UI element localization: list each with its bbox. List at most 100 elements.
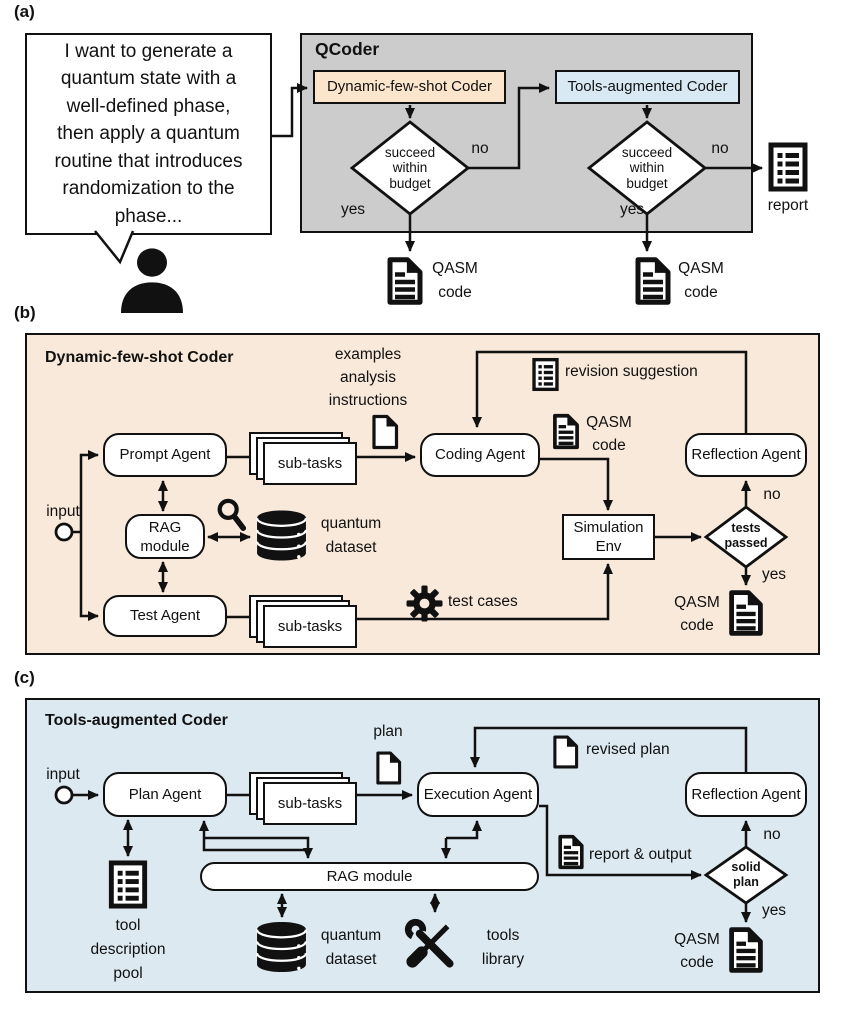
qasm-line: code <box>680 617 714 634</box>
revision-report-icon <box>532 357 559 392</box>
report-output-document-icon <box>557 834 585 870</box>
coding-agent-box: Coding Agent <box>420 433 540 477</box>
panel-c-label: (c) <box>14 668 35 687</box>
note-line: examples <box>334 345 402 363</box>
arrow-coding-to-simenv <box>540 457 613 511</box>
coding-notes-label: examples analysis instructions <box>300 342 436 412</box>
rag-module-bar: RAG module <box>200 862 539 891</box>
input-label: input <box>46 766 80 783</box>
tools-augmented-coder-box: Tools-augmented Coder <box>555 70 740 104</box>
speech-bubble: I want to generate a quantum state with … <box>25 33 272 235</box>
bubble-line: randomization to the <box>62 178 235 200</box>
yes-label: yes <box>761 566 787 583</box>
bubble-line: then apply a quantum <box>57 123 240 145</box>
gear-icon <box>406 585 443 622</box>
qasm-line: QASM <box>678 260 724 277</box>
panel-c-title: Tools-augmented Coder <box>45 712 228 729</box>
tools-line: library <box>481 951 525 968</box>
subtasks-stack: sub-tasks <box>249 772 357 825</box>
dataset-line: dataset <box>325 951 377 968</box>
solid-plan-label: solid plan <box>706 860 786 890</box>
decision-line: budget <box>389 175 431 191</box>
subtask-card-front: sub-tasks <box>263 605 357 648</box>
tools-icon <box>401 915 459 973</box>
qasm-document-icon <box>728 926 764 974</box>
qasm-line: code <box>684 284 718 301</box>
revised-plan-label: revised plan <box>586 741 670 758</box>
qasm-line: QASM <box>586 414 632 431</box>
note-line: instructions <box>328 391 408 409</box>
dataset-line: quantum <box>320 927 382 944</box>
panel-b-title: Dynamic-few-shot Coder <box>45 349 234 366</box>
qasm-code-label: QASM code <box>580 411 638 457</box>
qasm-line: code <box>680 954 714 971</box>
decision1-label: succeed within budget <box>352 145 468 191</box>
bubble-line: quantum state with a <box>60 68 237 90</box>
test-agent-box: Test Agent <box>103 595 227 637</box>
qasm-line: QASM <box>674 594 720 611</box>
qasm-line: code <box>438 284 472 301</box>
decision-line: succeed <box>621 145 673 160</box>
report-label: report <box>767 197 809 214</box>
qasm-line: code <box>592 437 626 454</box>
arrow-decision1-no <box>468 83 550 170</box>
rag-line: module <box>140 537 190 555</box>
arrow-execution-to-solidplan <box>539 804 702 880</box>
bubble-line: well-defined phase, <box>66 95 231 117</box>
tool-pool-report-icon <box>107 860 149 909</box>
plan-document-icon <box>375 750 402 786</box>
bubble-line: I want to generate a <box>64 40 233 62</box>
yes-label: yes <box>340 201 366 218</box>
dataset-line: quantum <box>320 515 382 532</box>
qasm-document-icon <box>634 256 672 306</box>
input-label: input <box>46 503 80 520</box>
tools-library-label: tools library <box>464 924 542 972</box>
pool-line: tool <box>115 917 141 934</box>
plan-agent-box: Plan Agent <box>103 772 227 817</box>
yes-label: yes <box>619 201 645 218</box>
decision2-label: succeed within budget <box>589 145 705 191</box>
decision-line: within <box>629 160 665 176</box>
reflection-agent-box: Reflection Agent <box>685 433 807 477</box>
arrow-rag-to-execution <box>446 820 482 840</box>
decision-line: budget <box>626 175 668 191</box>
document-icon <box>371 414 399 450</box>
tests-passed-label: tests passed <box>706 521 786 553</box>
dataset-line: dataset <box>325 539 377 556</box>
subtask-card-front: sub-tasks <box>263 782 357 825</box>
qasm-line: QASM <box>674 931 720 948</box>
test-cases-label: test cases <box>448 593 518 610</box>
decision-line: tests <box>731 521 761 535</box>
yes-label: yes <box>761 902 787 919</box>
qasm-code-label: QASM code <box>666 591 728 637</box>
speech-bubble-tail <box>94 230 135 265</box>
arrow-reflection-to-execution <box>470 726 748 772</box>
decision-line: succeed <box>384 145 436 160</box>
pool-line: description <box>90 941 166 958</box>
decision-line: passed <box>724 536 768 550</box>
dynamic-few-shot-coder-box: Dynamic-few-shot Coder <box>313 70 506 104</box>
revision-suggestion-label: revision suggestion <box>565 363 698 380</box>
rag-line: RAG <box>148 518 182 536</box>
qasm-document-icon <box>552 413 580 450</box>
no-label: no <box>763 826 781 843</box>
qasm-code-label: QASM code <box>666 928 728 974</box>
qasm-document-icon <box>386 256 424 306</box>
simenv-line: Env <box>595 538 622 555</box>
bubble-line: routine that introduces <box>54 150 243 172</box>
arrow-plan-to-rag <box>204 836 313 859</box>
report-output-label: report & output <box>589 846 692 863</box>
reflection-agent-box: Reflection Agent <box>685 772 807 817</box>
tool-description-pool-label: tool description pool <box>76 914 180 986</box>
prompt-agent-box: Prompt Agent <box>103 433 227 477</box>
qcoder-title: QCoder <box>315 39 380 59</box>
qasm-code-label: QASM code <box>426 257 484 305</box>
decision-line: within <box>392 160 428 176</box>
qasm-code-label: QASM code <box>672 257 730 305</box>
arrow-bubble-to-qcoder <box>272 83 308 138</box>
note-line: analysis <box>340 368 396 386</box>
input-node-b <box>54 522 74 542</box>
qasm-document-icon <box>728 589 764 637</box>
